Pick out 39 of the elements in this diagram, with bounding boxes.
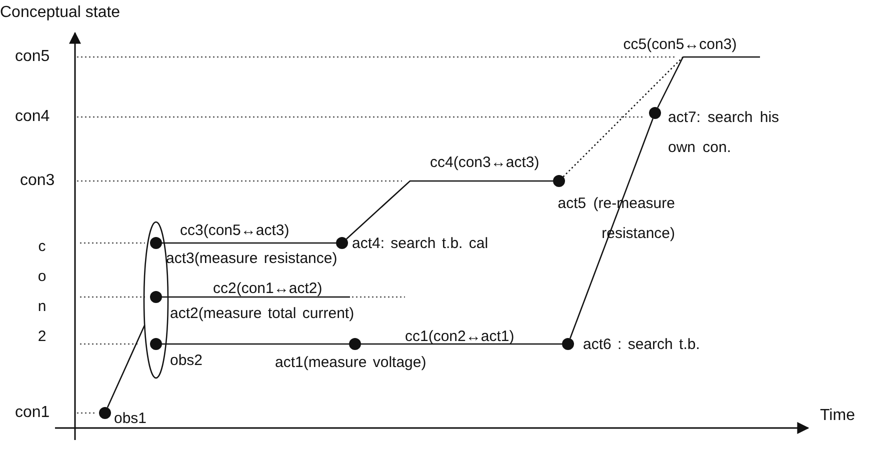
connector-line xyxy=(683,56,760,58)
point-label: act2(measure total current) xyxy=(170,305,354,323)
point-label: obs2 xyxy=(170,352,203,370)
data-point xyxy=(99,407,111,419)
connector-line xyxy=(562,56,684,178)
edge-label: cc1(con2↔act1) xyxy=(405,328,514,346)
level-label: con4 xyxy=(15,108,50,126)
state-label: cc5(con5↔con3) xyxy=(600,36,760,54)
level-label: con5 xyxy=(15,48,50,66)
point-label: obs1 xyxy=(114,410,147,428)
data-point xyxy=(649,107,661,119)
point-label: act4: search t.b. cal xyxy=(352,235,488,253)
connector-line xyxy=(361,343,562,345)
data-point xyxy=(562,338,574,350)
axis-title: Conceptual state xyxy=(0,4,120,22)
data-point xyxy=(553,175,565,187)
edge-label: cc4(con3↔act3) xyxy=(430,154,540,172)
level-label: con1 xyxy=(15,404,50,422)
connector-line xyxy=(657,56,684,108)
level-label: con2 xyxy=(36,237,48,347)
connector-line xyxy=(162,296,350,298)
point-label: act7: search his own con. xyxy=(668,108,780,158)
edge-label: cc3(con5↔act3) xyxy=(180,222,290,240)
level-label: con3 xyxy=(20,172,55,190)
point-label: act6 : search t.b. xyxy=(583,336,700,354)
data-point xyxy=(150,237,162,249)
data-point xyxy=(336,237,348,249)
data-point xyxy=(150,291,162,303)
data-point xyxy=(349,338,361,350)
connector-line xyxy=(570,118,654,339)
point-label: act1(measure voltage) xyxy=(275,354,426,372)
connector-line xyxy=(346,180,553,240)
edge-label: cc2(con1↔act2) xyxy=(213,280,322,298)
connector-line xyxy=(106,324,146,408)
axis-title: Time xyxy=(820,407,855,425)
data-point xyxy=(150,338,162,350)
connector-line xyxy=(162,343,349,345)
connector-line xyxy=(162,242,336,244)
point-label: act3(measure resistance) xyxy=(166,250,338,268)
